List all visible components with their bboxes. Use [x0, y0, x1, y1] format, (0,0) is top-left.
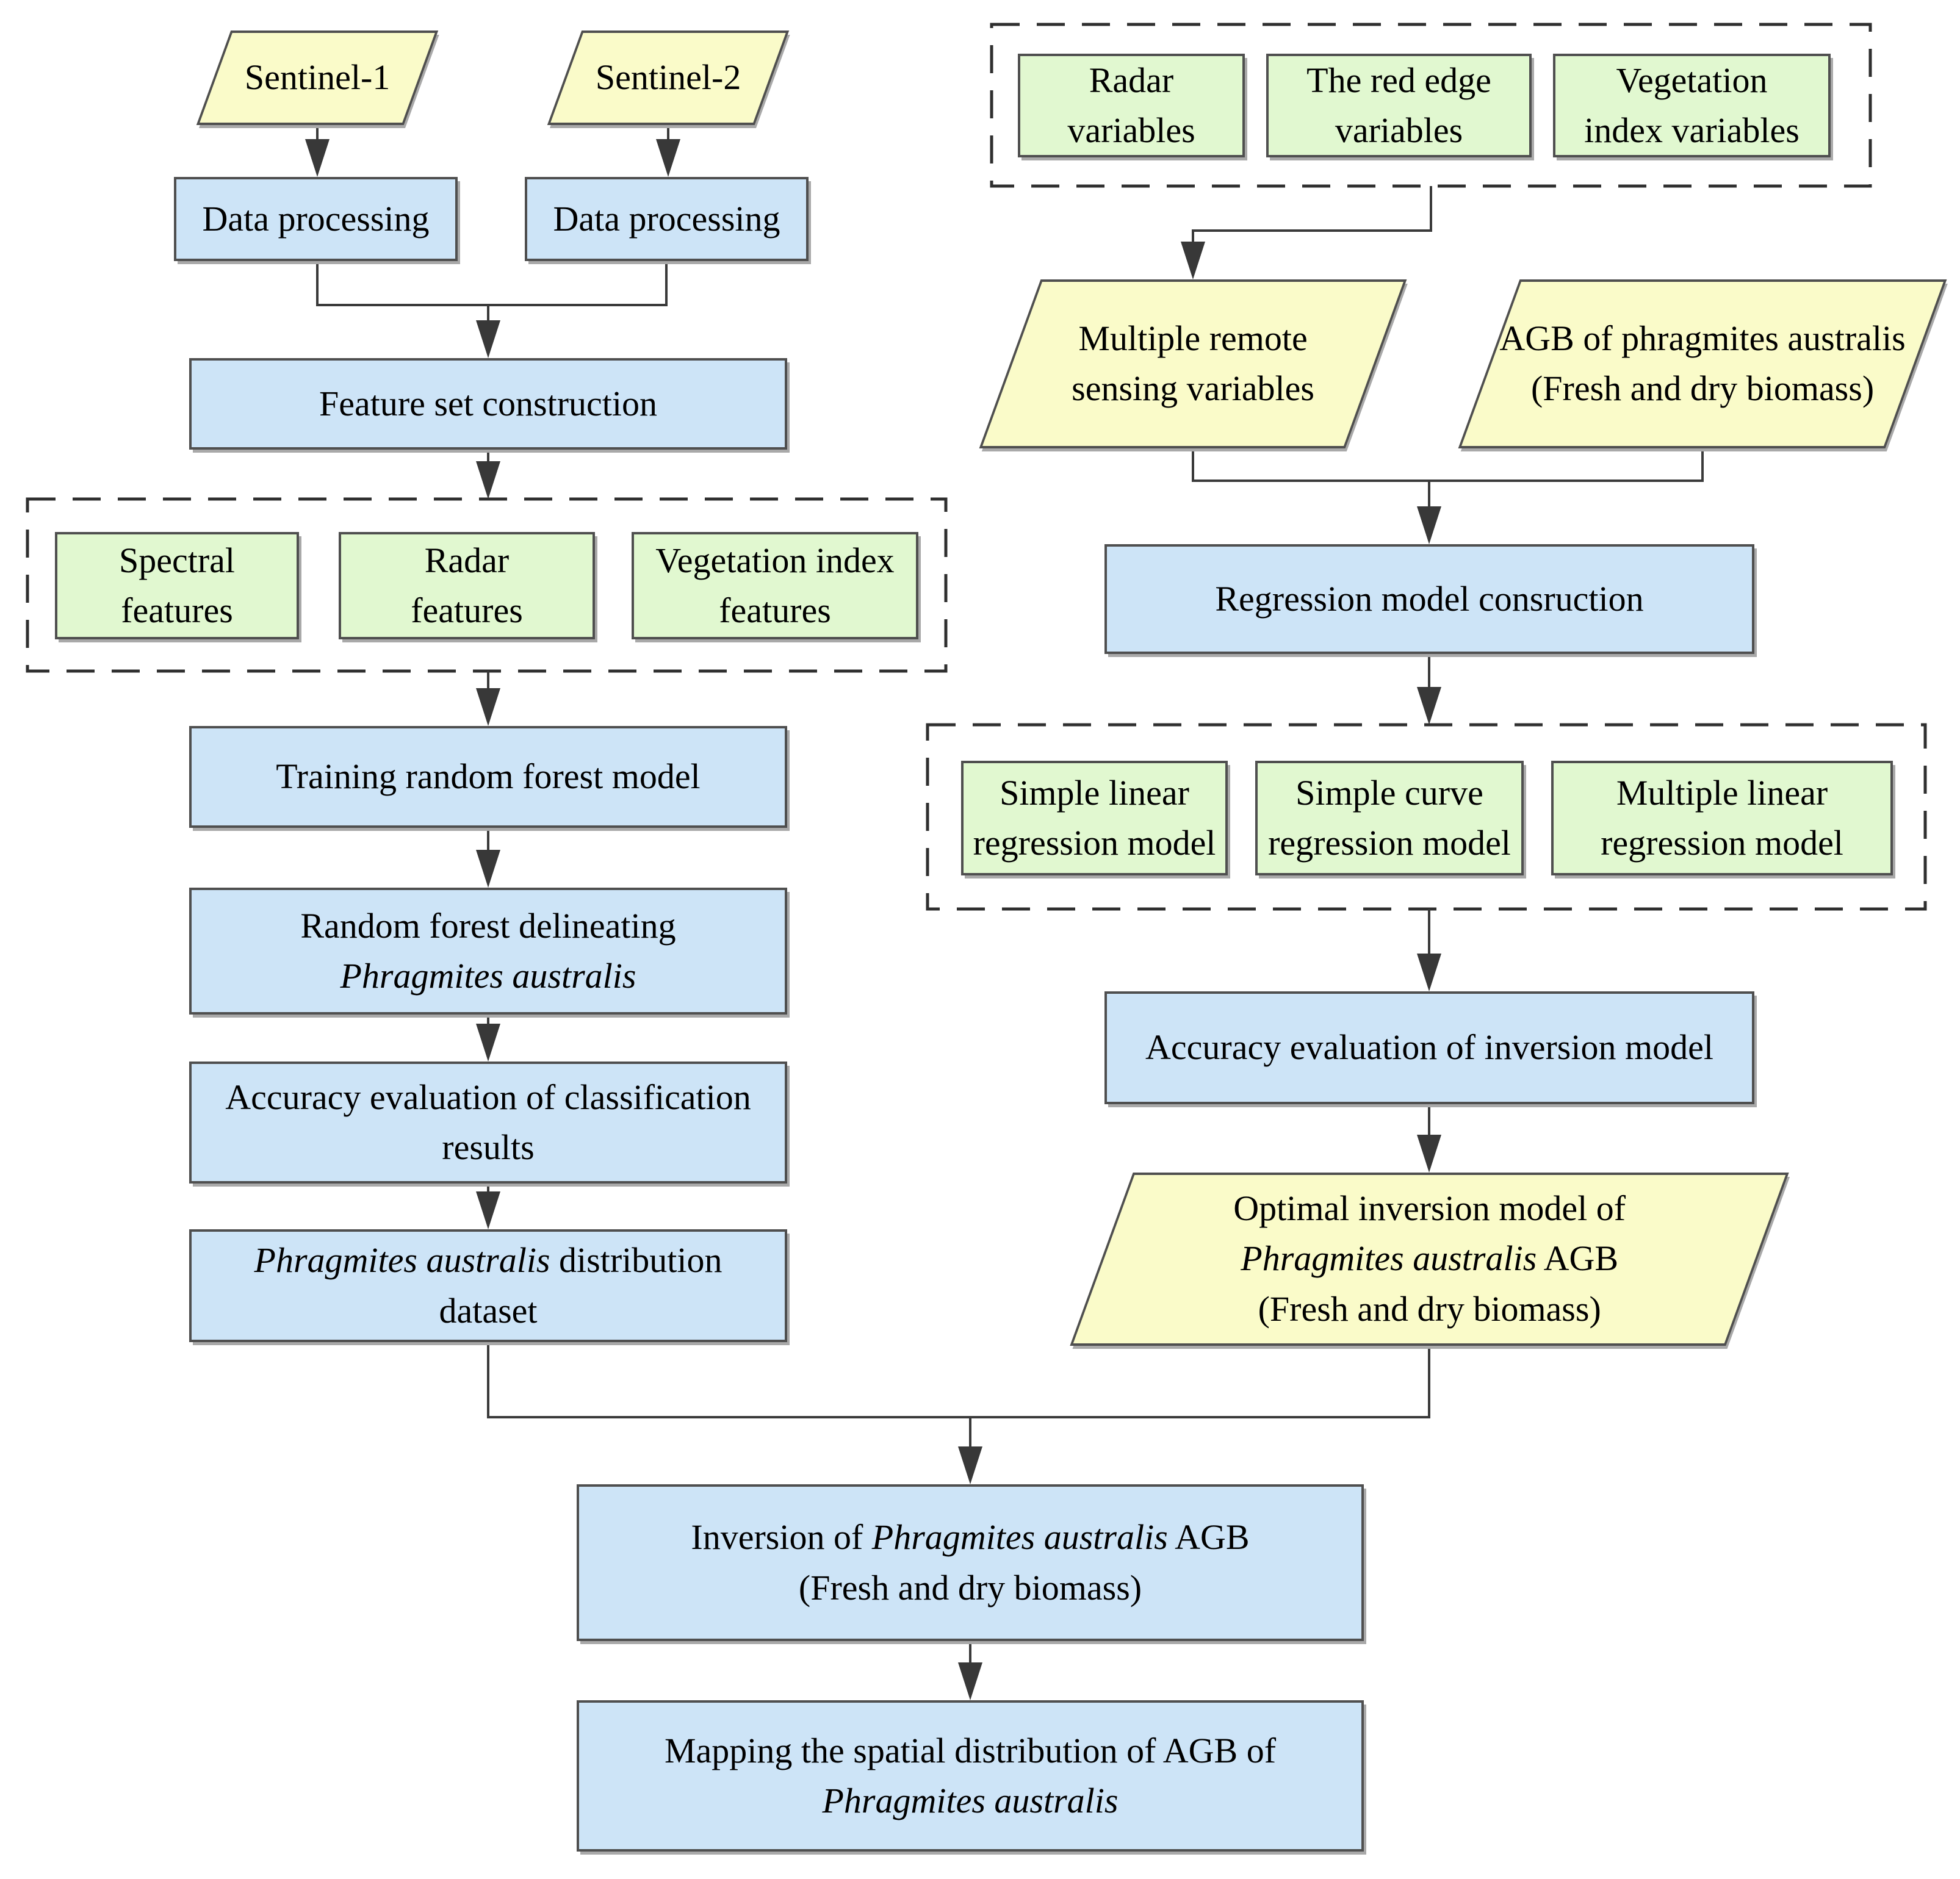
label-line: variables	[1067, 110, 1195, 150]
node-agb-of-phragmites-australis: AGB of phragmites australis (Fresh and d…	[1458, 279, 1947, 448]
dashed-group-regression-models	[926, 723, 1927, 911]
label-line: Inversion of	[691, 1517, 872, 1557]
node-data-processing-2: Data processing	[525, 177, 809, 261]
node-simple-curve-regression-model: Simple curve regression model	[1255, 761, 1524, 875]
label-line: (Fresh and dry biomass)	[798, 1567, 1142, 1608]
label-line: Radar	[424, 540, 510, 580]
arrowhead	[958, 1662, 982, 1700]
connector-dataprocessing-merge	[316, 261, 668, 306]
label-line: Multiple remote	[1078, 318, 1308, 359]
arrowheads	[305, 139, 1441, 1700]
arrowhead	[1417, 506, 1441, 544]
label: Sentinel-1	[244, 57, 391, 98]
arrowhead	[476, 1191, 500, 1229]
label-line: features	[719, 591, 831, 630]
node-phragmites-distribution-dataset: Phragmites australis distribution datase…	[189, 1229, 787, 1342]
label-line: AGB of phragmites australis	[1499, 318, 1906, 359]
label-line: Multiple linear	[1616, 772, 1828, 813]
node-vegetation-index-features: Vegetation index features	[632, 532, 918, 639]
label-line: distribution	[550, 1240, 722, 1281]
node-red-edge-variables: The red edge variables	[1266, 54, 1532, 157]
node-sentinel-1: Sentinel-1	[196, 31, 439, 125]
node-random-forest-delineating: Random forest delineating Phragmites aus…	[189, 888, 787, 1015]
arrowhead	[476, 850, 500, 888]
label-line: regression model	[973, 823, 1216, 863]
node-accuracy-evaluation-inversion: Accuracy evaluation of inversion model	[1104, 991, 1754, 1104]
label-line: index variables	[1584, 110, 1800, 150]
label-line: Vegetation index	[655, 540, 895, 580]
arrowhead	[476, 1024, 500, 1062]
label-line: Vegetation	[1616, 60, 1768, 100]
label-line: Accuracy evaluation of classification	[225, 1077, 751, 1117]
label-line: AGB	[1167, 1517, 1250, 1557]
label-line-italic: Phragmites australis	[822, 1781, 1119, 1820]
dashed-group-remote-sensing-variables	[990, 23, 1872, 188]
arrowhead	[958, 1446, 982, 1484]
label: Feature set construction	[319, 383, 658, 423]
arrowhead	[305, 139, 330, 177]
label-line: regression model	[1268, 823, 1511, 863]
arrowhead	[476, 461, 500, 499]
label-line: results	[442, 1127, 535, 1167]
connector-parallelogram-merge	[1192, 448, 1704, 482]
connector-variables-multiremote	[1192, 186, 1432, 243]
label-line-italic: Phragmites australis	[1241, 1238, 1537, 1279]
node-radar-features: Radar features	[339, 532, 595, 639]
label-line-italic: Phragmites australis	[254, 1240, 550, 1281]
node-multiple-linear-regression-model: Multiple linear regression model	[1551, 761, 1893, 875]
node-spectral-features: Spectral features	[55, 532, 299, 639]
label-line: Simple linear	[1000, 772, 1189, 813]
label-line: (Fresh and dry biomass)	[1258, 1289, 1601, 1329]
label: Regression model consruction	[1215, 578, 1644, 619]
label-line: Simple curve	[1295, 772, 1483, 813]
label: Data processing	[202, 198, 430, 239]
node-data-processing-1: Data processing	[174, 177, 458, 261]
connector-final-merge	[487, 1342, 1430, 1418]
node-vegetation-index-variables: Vegetation index variables	[1553, 54, 1831, 157]
node-regression-model-construction: Regression model consruction	[1104, 544, 1754, 654]
arrowhead	[476, 688, 500, 726]
node-inversion-of-agb: Inversion of Phragmites australis AGB (F…	[577, 1484, 1364, 1641]
dashed-groups	[26, 23, 1927, 911]
label: Data processing	[553, 198, 780, 239]
arrowhead	[476, 320, 500, 358]
node-mapping-spatial-distribution: Mapping the spatial distribution of AGB …	[577, 1700, 1364, 1852]
label-line: Mapping the spatial distribution of AGB …	[664, 1730, 1277, 1770]
node-accuracy-evaluation-classification: Accuracy evaluation of classification re…	[189, 1062, 787, 1184]
label-line: AGB	[1537, 1238, 1618, 1279]
label-line-italic: Phragmites australis	[871, 1517, 1168, 1557]
arrowhead	[1417, 1135, 1441, 1173]
label: Accuracy evaluation of inversion model	[1145, 1027, 1713, 1068]
label: Sentinel-2	[595, 57, 741, 98]
node-feature-set-construction: Feature set construction	[189, 358, 787, 450]
node-training-random-forest-model: Training random forest model	[189, 726, 787, 828]
label-line: features	[411, 591, 523, 630]
node-optimal-inversion-model: Optimal inversion model of Phragmites au…	[1070, 1173, 1789, 1346]
node-simple-linear-regression-model: Simple linear regression model	[961, 761, 1228, 875]
label-line: regression model	[1601, 823, 1843, 863]
arrowhead	[1417, 687, 1441, 725]
label-line: features	[121, 591, 233, 630]
node-sentinel-2: Sentinel-2	[547, 31, 790, 125]
label-line: sensing variables	[1072, 368, 1314, 409]
label-line: Optimal inversion model of	[1233, 1188, 1626, 1229]
label: Training random forest model	[276, 756, 701, 797]
arrowhead	[1181, 242, 1205, 279]
label-line: dataset	[439, 1290, 538, 1331]
connector-lines	[316, 125, 1704, 1664]
node-radar-variables: Radar variables	[1018, 54, 1245, 157]
label-line: Radar	[1089, 60, 1174, 100]
label-line: The red edge	[1306, 60, 1491, 100]
label-line-italic: Phragmites australis	[340, 956, 636, 996]
arrowhead	[1417, 954, 1441, 991]
node-multiple-remote-sensing-variables: Multiple remote sensing variables	[979, 279, 1407, 448]
label-line: Random forest delineating	[300, 905, 676, 946]
dashed-group-classification-features	[26, 497, 948, 673]
label-line: Spectral	[118, 540, 236, 580]
arrowhead	[656, 139, 680, 177]
label-line: variables	[1335, 110, 1463, 150]
label-line: (Fresh and dry biomass)	[1530, 368, 1875, 409]
